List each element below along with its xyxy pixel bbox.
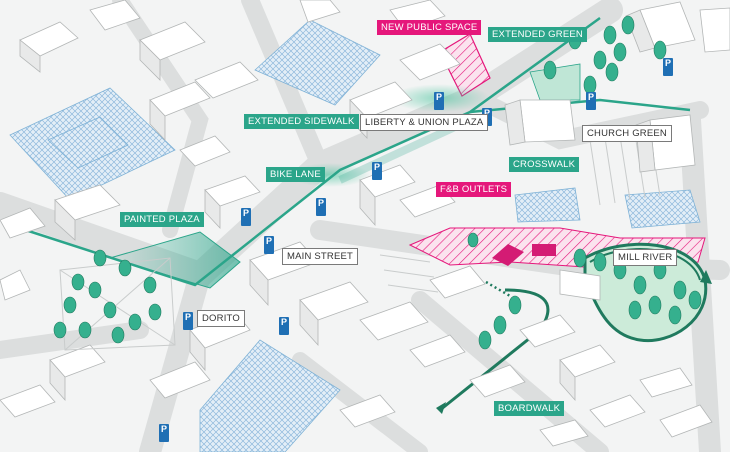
parking-icon: P: [159, 424, 169, 442]
parking-icon: P: [586, 92, 596, 110]
label-extended-sidewalk: EXTENDED SIDEWALK: [244, 114, 359, 129]
label-boardwalk: BOARDWALK: [494, 401, 565, 416]
label-bike-lane: BIKE LANE: [266, 167, 325, 182]
label-main-street: MAIN STREET: [282, 248, 359, 265]
parking-icon: P: [372, 162, 382, 180]
label-mill-river: MILL RIVER: [613, 249, 678, 266]
trees: [53, 15, 702, 350]
label-church-green: CHURCH GREEN: [582, 125, 672, 142]
label-fb-outlets: F&B OUTLETS: [436, 182, 512, 197]
label-dorito: DORITO: [197, 310, 245, 327]
parking-lots: [9, 19, 701, 452]
parking-stalls: [379, 131, 661, 293]
label-new-public-space: NEW PUBLIC SPACE: [377, 20, 482, 35]
parking-icon: P: [663, 58, 673, 76]
parking-icon: P: [434, 92, 444, 110]
parking-icon: P: [264, 236, 274, 254]
parking-icon: P: [316, 198, 326, 216]
parking-icon: P: [279, 317, 289, 335]
label-liberty-union-plaza: LIBERTY & UNION PLAZA: [360, 114, 489, 131]
parking-icon: P: [183, 312, 193, 330]
label-crosswalk: CROSSWALK: [509, 157, 580, 172]
label-painted-plaza: PAINTED PLAZA: [120, 212, 204, 227]
label-extended-green: EXTENDED GREEN: [488, 27, 587, 42]
parking-icon: P: [241, 208, 251, 226]
